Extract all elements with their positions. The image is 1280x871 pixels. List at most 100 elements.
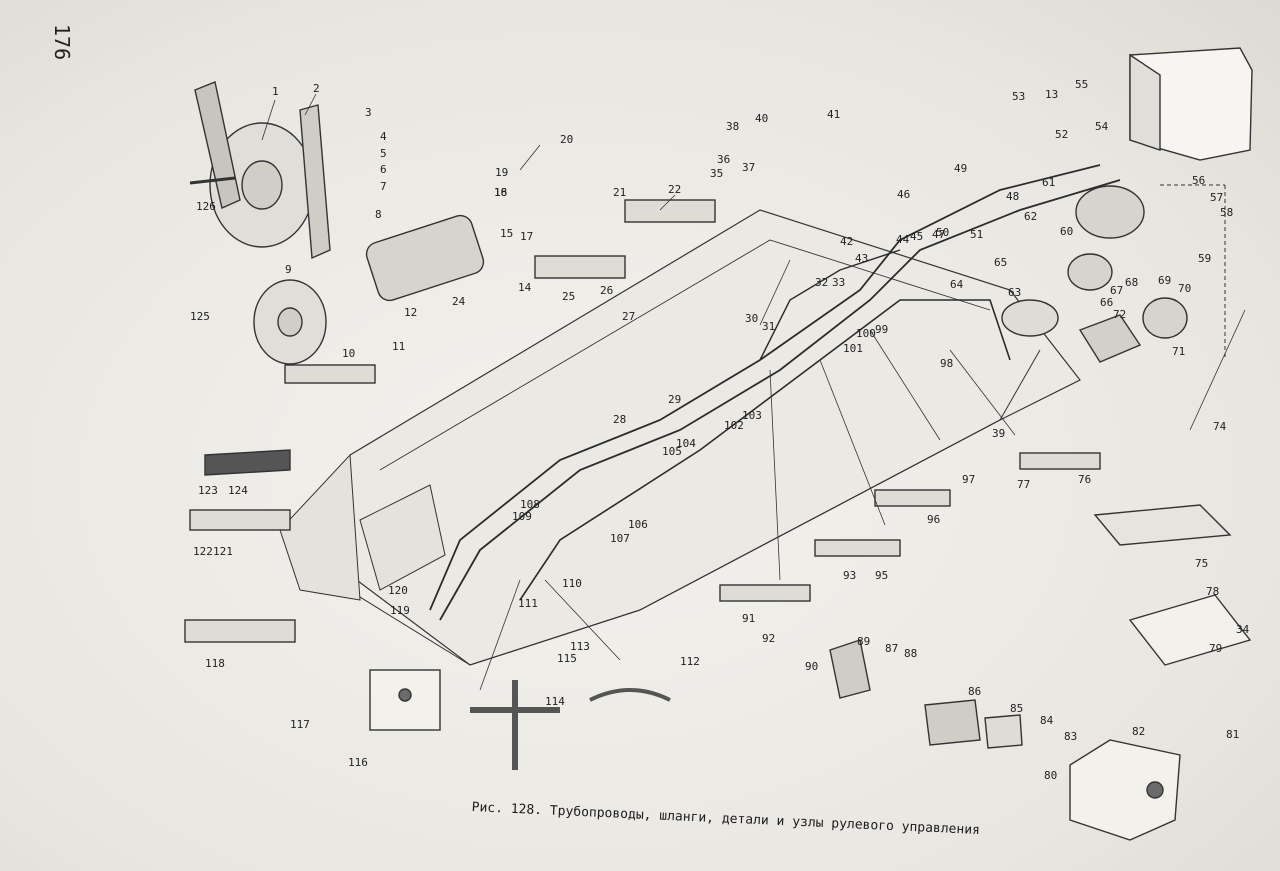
- callout-label-68: 68: [1125, 276, 1138, 289]
- callout-label-10: 10: [342, 347, 355, 360]
- callout-label-117: 117: [290, 718, 310, 731]
- callout-label-48: 48: [1006, 190, 1019, 203]
- callout-label-81: 81: [1226, 728, 1239, 741]
- callout-label-100: 100: [856, 327, 876, 340]
- fitting-118: [184, 619, 296, 643]
- callout-label-57: 57: [1210, 191, 1223, 204]
- callout-label-62: 62: [1024, 210, 1037, 223]
- callout-label-75: 75: [1195, 557, 1208, 570]
- callout-label-47: 47: [932, 228, 945, 241]
- fitting-121: [189, 509, 291, 531]
- callout-label-31: 31: [762, 320, 775, 333]
- hull-window: [359, 484, 446, 591]
- callout-label-4: 4: [380, 130, 387, 143]
- callout-label-76: 76: [1078, 473, 1091, 486]
- callout-label-99: 99: [875, 323, 888, 336]
- callout-label-71: 71: [1172, 345, 1185, 358]
- callout-label-9: 9: [285, 263, 292, 276]
- callout-label-25: 25: [562, 290, 575, 303]
- drive-belt: [299, 104, 331, 260]
- callout-label-37: 37: [742, 161, 755, 174]
- callout-label-43: 43: [855, 252, 868, 265]
- callout-label-106: 106: [628, 518, 648, 531]
- callout-label-107: 107: [610, 532, 630, 545]
- callout-label-58: 58: [1220, 206, 1233, 219]
- callout-label-84: 84: [1040, 714, 1054, 727]
- callout-label-46: 46: [897, 188, 910, 201]
- callout-label-109: 109: [512, 510, 532, 523]
- spring-85: [984, 714, 1023, 749]
- callout-label-108: 108: [520, 498, 540, 511]
- fitting-76: [1019, 452, 1101, 470]
- callout-label-50: 50: [936, 226, 949, 239]
- callout-label-126: 126: [196, 200, 216, 213]
- fitting-10: [284, 364, 376, 384]
- fitting-91: [719, 584, 811, 602]
- valve-assembly: [1075, 185, 1145, 239]
- callout-label-125: 125: [190, 310, 210, 323]
- callout-label-40: 40: [755, 112, 768, 125]
- callout-label-104: 104: [676, 437, 696, 450]
- callout-label-65: 65: [994, 256, 1007, 269]
- distribution-block: [1069, 739, 1181, 841]
- callout-label-101: 101: [843, 342, 863, 355]
- reservoir-side: [1129, 53, 1161, 151]
- callout-label-13: 13: [1045, 88, 1058, 101]
- callout-label-39: 39: [992, 427, 1005, 440]
- callout-label-89: 89: [857, 635, 870, 648]
- callout-label-51: 51: [970, 228, 983, 241]
- callout-label-92: 92: [762, 632, 775, 645]
- callout-label-97: 97: [962, 473, 975, 486]
- callout-label-91: 91: [742, 612, 755, 625]
- callout-label-52: 52: [1055, 128, 1068, 141]
- callout-label-112: 112: [680, 655, 700, 668]
- callout-label-12: 12: [404, 306, 417, 319]
- callout-label-121: 121: [213, 545, 233, 558]
- callout-label-74: 74: [1213, 420, 1227, 433]
- callout-label-67: 67: [1110, 284, 1123, 297]
- callout-label-98: 98: [940, 357, 953, 370]
- callout-label-55: 55: [1075, 78, 1088, 91]
- fitting-70: [1142, 297, 1188, 339]
- pulley-large-hub: [241, 160, 283, 210]
- callout-label-69: 69: [1158, 274, 1171, 287]
- callout-label-114: 114: [545, 695, 565, 708]
- callout-label-120: 120: [388, 584, 408, 597]
- connector-port: [398, 688, 412, 702]
- callout-label-28: 28: [613, 413, 626, 426]
- callout-label-105: 105: [662, 445, 682, 458]
- callout-label-42: 42: [840, 235, 853, 248]
- clamp-plate: [204, 449, 291, 476]
- callout-label-18: 18: [494, 186, 507, 199]
- cross-fitting-114: [470, 680, 560, 770]
- callout-label-103: 103: [742, 409, 762, 422]
- callout-label-88: 88: [904, 647, 917, 660]
- callout-label-79: 79: [1209, 642, 1222, 655]
- pulley-small-hub: [277, 307, 303, 337]
- callout-label-82: 82: [1132, 725, 1145, 738]
- callout-label-56: 56: [1192, 174, 1205, 187]
- callout-label-119: 119: [390, 604, 410, 617]
- callout-label-49: 49: [954, 162, 967, 175]
- callout-label-77: 77: [1017, 478, 1030, 491]
- callout-label-59: 59: [1198, 252, 1211, 265]
- callout-label-22: 22: [668, 183, 681, 196]
- callout-label-29: 29: [668, 393, 681, 406]
- callout-label-86: 86: [968, 685, 981, 698]
- callout-label-24: 24: [452, 295, 466, 308]
- callout-label-8: 8: [375, 208, 382, 221]
- callout-label-36: 36: [717, 153, 730, 166]
- callout-label-118: 118: [205, 657, 225, 670]
- callout-label-72: 72: [1113, 308, 1126, 321]
- callout-label-61: 61: [1042, 176, 1055, 189]
- callout-label-15: 15: [500, 227, 513, 240]
- callout-label-80: 80: [1044, 769, 1057, 782]
- ring-66: [1067, 253, 1113, 291]
- callout-label-70: 70: [1178, 282, 1191, 295]
- hose-86: [924, 699, 981, 746]
- callout-label-85: 85: [1010, 702, 1023, 715]
- callout-label-113: 113: [570, 640, 590, 653]
